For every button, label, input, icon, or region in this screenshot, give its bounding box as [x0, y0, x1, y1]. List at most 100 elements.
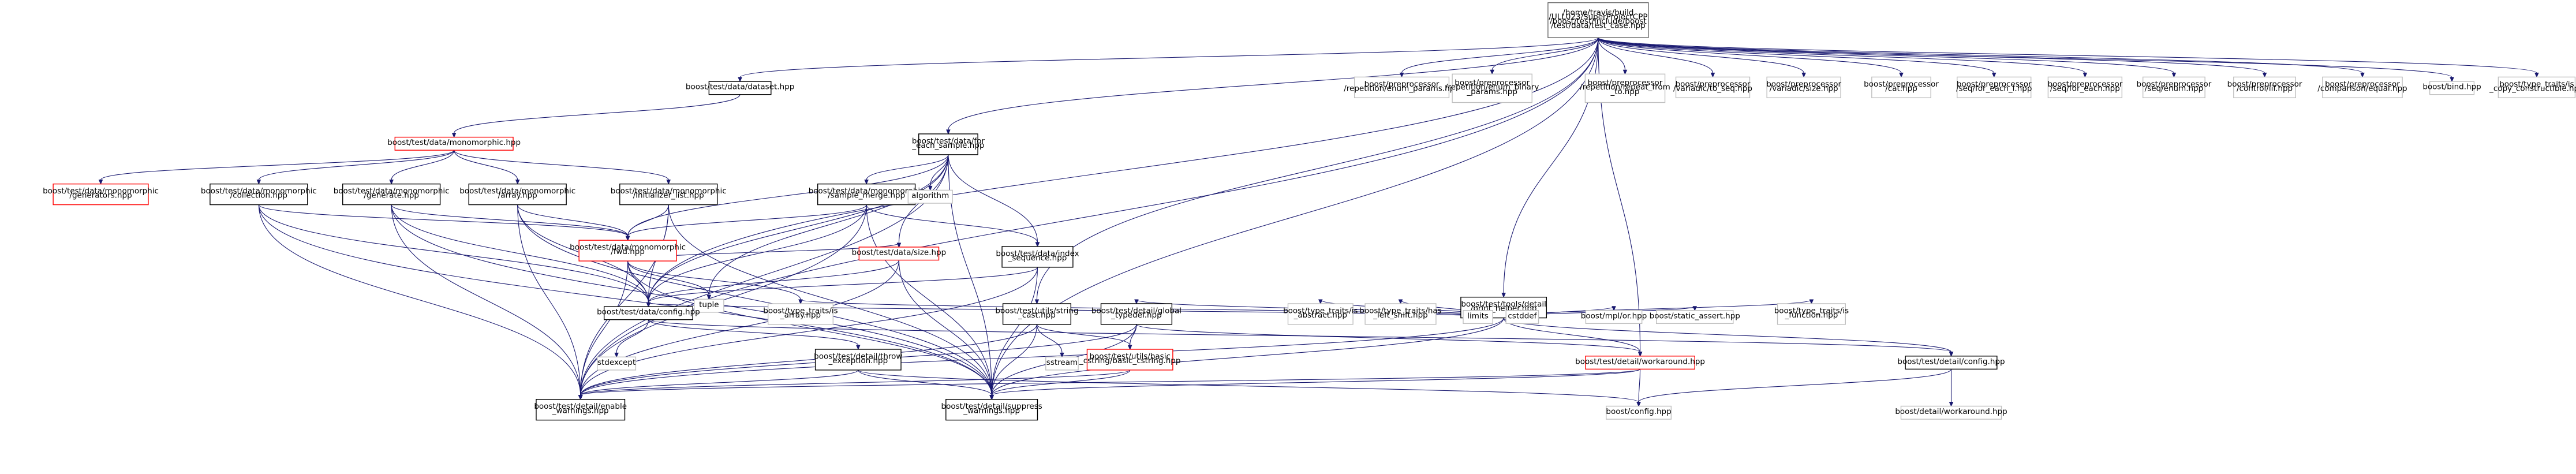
node-init-list[interactable]: boost/test/data/monomorphic/initializer_… — [611, 183, 727, 206]
node-box — [945, 398, 1038, 421]
node-mono[interactable]: boost/test/data/monomorphic.hpp — [387, 136, 521, 151]
node-label-line: boost/bind.hpp — [2422, 83, 2481, 92]
node-box — [2142, 76, 2205, 99]
edge-size-to-config — [646, 260, 899, 308]
node-label-line: /array.hpp — [498, 191, 537, 200]
node-sstream: sstream — [1045, 356, 1079, 371]
node-fwd[interactable]: boost/test/data/monomorphic/fwd.hpp — [570, 240, 686, 262]
node-for-each-sample[interactable]: boost/test/data/for_each_sample.hpp — [911, 133, 985, 155]
node-enable-warn[interactable]: boost/test/detail/enable_warnings.hpp — [534, 398, 627, 421]
node-label-line: boost/test/tools/detail — [1461, 300, 1546, 309]
node-label-line: boost/preprocessor — [1957, 80, 2032, 89]
node-label-line: boost/type_traits/is — [2499, 80, 2574, 89]
node-size[interactable]: boost/test/data/size.hpp — [852, 247, 947, 261]
node-label-line: /fwd.hpp — [611, 247, 645, 256]
edge-init_list-to-fwd — [625, 204, 669, 241]
node-box — [619, 183, 718, 206]
node-box — [1675, 76, 1751, 99]
node-index-seq[interactable]: boost/test/data/index_sequence.hpp — [996, 246, 1079, 268]
edge-sample_merge-to-fwd — [625, 204, 867, 241]
node-is-array: boost/type_traits/is_array.hpp — [763, 303, 838, 325]
node-box — [768, 303, 834, 325]
node-label-line: boost/preprocessor — [1455, 79, 1530, 88]
node-equal: boost/preprocessor/comparison/equal.hpp — [2317, 76, 2407, 99]
node-label-line: boost/type_traits/has — [1359, 306, 1441, 315]
node-label-line: boost/test/data/for — [912, 136, 985, 145]
node-suppress-warn[interactable]: boost/test/detail/suppress_warnings.hpp — [941, 398, 1042, 421]
node-collection[interactable]: boost/test/data/monomorphic/collection.h… — [201, 183, 317, 206]
node-sample-merge[interactable]: boost/test/data/monomorphic/sample_merge… — [809, 183, 925, 206]
node-label-line: boost/test/data/size.hpp — [852, 248, 947, 257]
node-box — [1584, 73, 1666, 103]
node-string-cast[interactable]: boost/test/utils/string_cast.hpp — [995, 303, 1079, 325]
node-detail-config[interactable]: boost/test/detail/config.hpp — [1897, 356, 2005, 370]
edge-workaround_red-to-suppress_warn — [989, 368, 1641, 400]
node-workaround-red[interactable]: boost/test/detail/workaround.hpp — [1575, 356, 1705, 370]
node-label-line: _to.hpp — [1610, 87, 1639, 96]
edge-root-to-copy_constructible — [1598, 37, 2539, 78]
node-box — [1900, 405, 2002, 420]
edge-string_cast-to-sstream — [1036, 324, 1064, 358]
node-box — [1086, 349, 1173, 371]
node-global-typedef[interactable]: boost/test/detail/global_typedef.hpp — [1091, 303, 1182, 325]
node-box — [1777, 303, 1846, 325]
node-box — [1001, 246, 1074, 268]
node-box — [1766, 76, 1841, 99]
node-mpl-or: boost/mpl/or.hpp — [1581, 310, 1647, 324]
edge-root-to-for_each — [1598, 37, 2088, 78]
edge-detail_config-to-boost_config — [1636, 368, 1952, 407]
node-array[interactable]: boost/test/data/monomorphic/array.hpp — [459, 183, 575, 206]
node-label-line: boost/test/data/monomorphic — [459, 186, 575, 196]
edge-mono-to-array — [454, 150, 520, 185]
node-box — [2498, 76, 2576, 99]
node-label-line: /collection.hpp — [230, 191, 287, 200]
node-label-line: boost/type_traits/is — [1283, 306, 1358, 315]
node-box — [1002, 303, 1072, 325]
node-label-line: boost/static_assert.hpp — [1650, 311, 1740, 320]
node-limits: limits — [1463, 310, 1493, 324]
edge-index_seq-to-enable_warn — [578, 267, 1038, 400]
node-label-line: /generators.hpp — [69, 191, 132, 200]
node-label-line: boost/preprocessor — [2137, 80, 2212, 89]
graph-edges — [98, 37, 2539, 407]
node-label-line: boost/test/data/monomorphic — [611, 186, 727, 196]
node-throw-exc[interactable]: boost/test/detail/throw_exception.hpp — [814, 349, 902, 371]
node-label-line: boost/test/data/config.hpp — [597, 308, 700, 317]
node-label-line: /variadic/size.hpp — [1770, 84, 1838, 93]
node-box — [918, 133, 978, 155]
node-is-function: boost/type_traits/is_function.hpp — [1774, 303, 1849, 325]
node-label-line: boost/test/data/monomorphic — [809, 186, 925, 196]
node-dataset[interactable]: boost/test/data/dataset.hpp — [686, 81, 794, 95]
node-label-line: /seq/for_each_i.hpp — [1956, 84, 2032, 93]
edge-array-to-enable_warn — [517, 204, 583, 400]
node-tuple: tuple — [694, 298, 724, 313]
node-seq-enum: boost/preprocessor/seq/enum.hpp — [2137, 76, 2212, 99]
node-box — [907, 189, 953, 204]
node-enum-params: boost/preprocessor/repetition/enum_param… — [1344, 76, 1460, 99]
node-label-line: boost/test/data/dataset.hpp — [686, 83, 794, 92]
node-box — [2322, 76, 2403, 99]
node-box — [536, 398, 626, 421]
node-label-line: /repetition/enum_params.hpp — [1344, 84, 1460, 93]
node-label-line: /boost/test/include/boost — [1550, 17, 1647, 26]
node-repeat-from: boost/preprocessor/repetition/repeat_fro… — [1580, 73, 1670, 103]
node-label-line: boost/test/data/monomorphic — [570, 243, 686, 252]
node-label-line: algorithm — [911, 191, 949, 200]
node-var-size: boost/preprocessor/variadic/size.hpp — [1766, 76, 1841, 99]
node-generate[interactable]: boost/test/data/monomorphic/generate.hpp — [334, 183, 450, 206]
edge-size-to-enable_warn — [578, 260, 899, 400]
node-label-line: stdexcept — [597, 358, 635, 367]
node-config[interactable]: boost/test/data/config.hpp — [597, 306, 700, 320]
node-generators[interactable]: boost/test/data/monomorphic/generators.h… — [43, 183, 159, 206]
node-label-line: /generate.hpp — [364, 191, 419, 200]
node-root[interactable]: /home/travis/build/ULL023/SuperProjectCP… — [1547, 2, 1649, 38]
node-label-line: boost/preprocessor — [1766, 80, 1841, 89]
node-label-line: boost/test/data/monomorphic.hpp — [387, 138, 521, 147]
edge-root-to-to_seq — [1598, 38, 1715, 78]
node-label-line: /variadic/to_seq.hpp — [1673, 84, 1752, 93]
edge-fwd-to-suppress_warn — [627, 261, 994, 400]
node-box — [1606, 405, 1672, 420]
node-label-line: /sample_merge.hpp — [828, 191, 905, 200]
node-basic-cstring[interactable]: boost/test/utils/basic_cstring/basic_cst… — [1079, 349, 1180, 371]
